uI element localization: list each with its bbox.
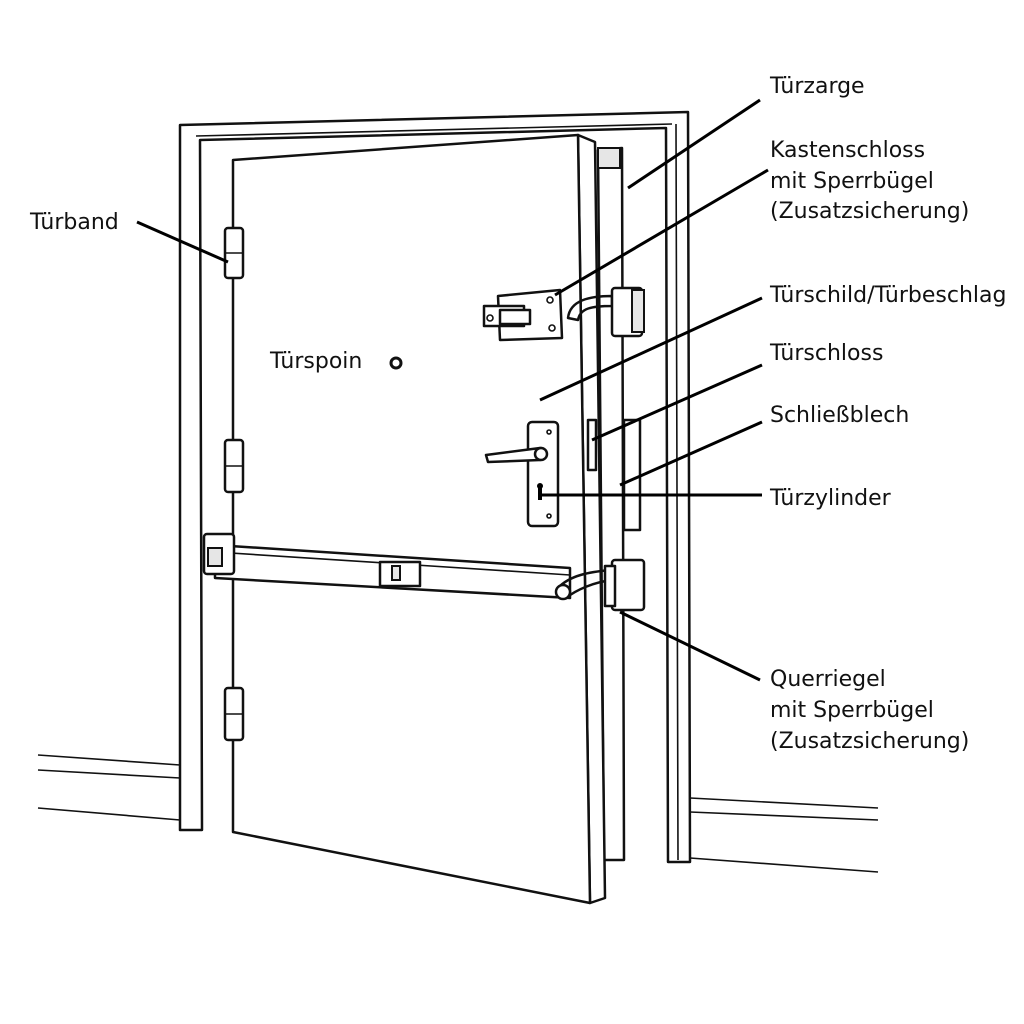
door-handle-plate [484,418,598,528]
crossbar [202,532,646,612]
label-tuerzylinder: Türzylinder [769,486,892,511]
label-tuerzarge: Türzarge [769,74,865,99]
strike-plate [622,418,642,532]
label-tuerspoin: Türspoin [269,349,362,374]
label-kastenschloss: Kastenschloss mit Sperrbügel (Zusatzsich… [770,138,969,224]
peephole-icon [389,356,403,370]
leader-lines [136,98,769,682]
hinges [223,226,245,742]
label-tuerschloss: Türschloss [769,341,883,366]
label-schliessblech: Schließblech [770,403,909,428]
label-tuerschild: Türschild/Türbeschlag [769,283,1006,308]
label-tuerband: Türband [29,210,119,235]
label-querriegel: Querriegel mit Sperrbügel (Zusatzsicheru… [770,667,969,754]
box-lock [482,286,645,342]
door-frame [178,110,692,864]
floor-lines [37,754,879,873]
